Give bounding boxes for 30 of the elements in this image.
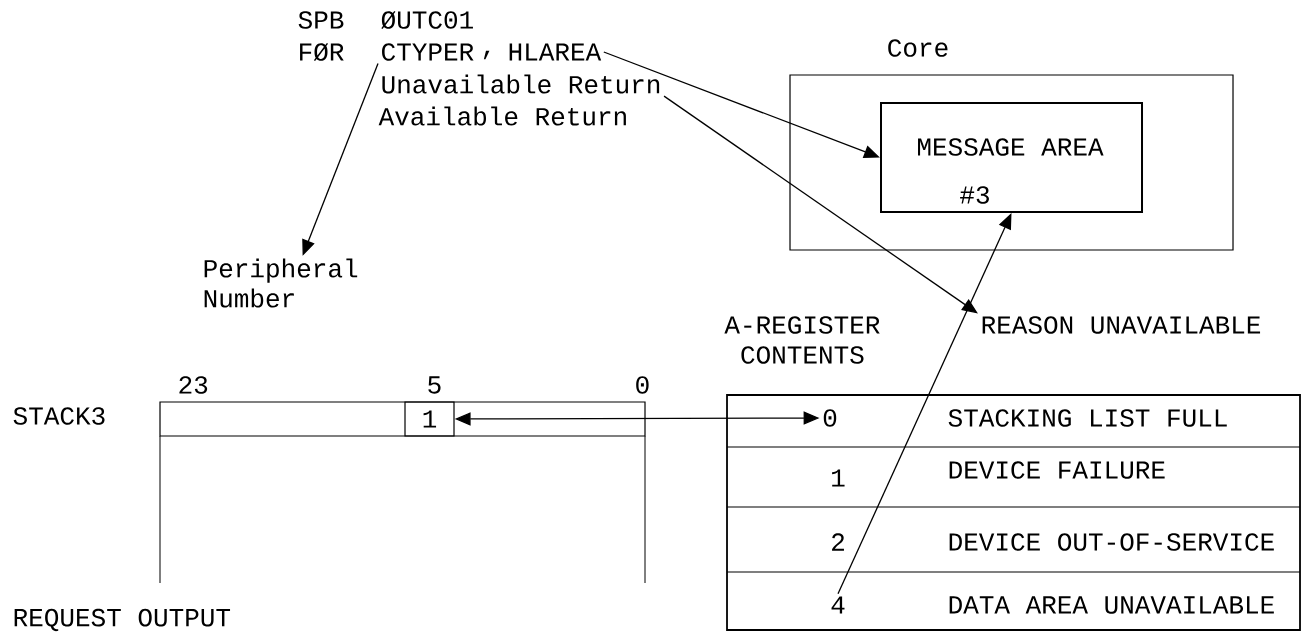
code-text: 4 xyxy=(831,596,845,614)
arrow xyxy=(837,213,1012,595)
table-box xyxy=(726,394,1301,631)
label-text: SPB xyxy=(298,11,344,29)
code-text: CTYPER xyxy=(382,43,474,61)
label-text: 0 xyxy=(636,376,649,394)
label-text: REQUEST OUTPUT xyxy=(14,608,231,632)
label-text: A-REGISTER CONTENTS xyxy=(724,316,880,364)
box-heading: Core xyxy=(888,39,948,57)
message-area-box: MESSAGE AREA #3 xyxy=(880,102,1143,213)
label-text: , xyxy=(483,50,490,60)
bit-cell: 1 xyxy=(404,401,455,437)
code-text: HLAREA xyxy=(509,43,602,61)
label-text: ØUTC01 xyxy=(381,10,473,30)
label-text: STACKING LIST FULL xyxy=(948,409,1227,427)
label-text: Available Return xyxy=(378,106,626,126)
label-text: DEVICE FAILURE xyxy=(949,461,1165,479)
caption-text: Peripheral Number xyxy=(204,258,358,308)
label-text: 2 xyxy=(832,533,844,551)
label-text: 1 xyxy=(832,469,845,487)
label-text: DATA AREA UNAVAILABLE xyxy=(949,596,1274,614)
code-text: 0 xyxy=(823,409,837,427)
code-text: Unavailable Return xyxy=(382,74,660,94)
code-text: REASON UNAVAILABLE xyxy=(982,316,1261,334)
label-text: FØR xyxy=(300,42,344,62)
label-text: DEVICE OUT-OF-SERVICE xyxy=(949,533,1274,551)
arrow xyxy=(663,95,978,314)
label-text: 23 xyxy=(179,376,208,394)
register-bar xyxy=(159,401,646,437)
label-text: STACK3 xyxy=(13,407,105,425)
